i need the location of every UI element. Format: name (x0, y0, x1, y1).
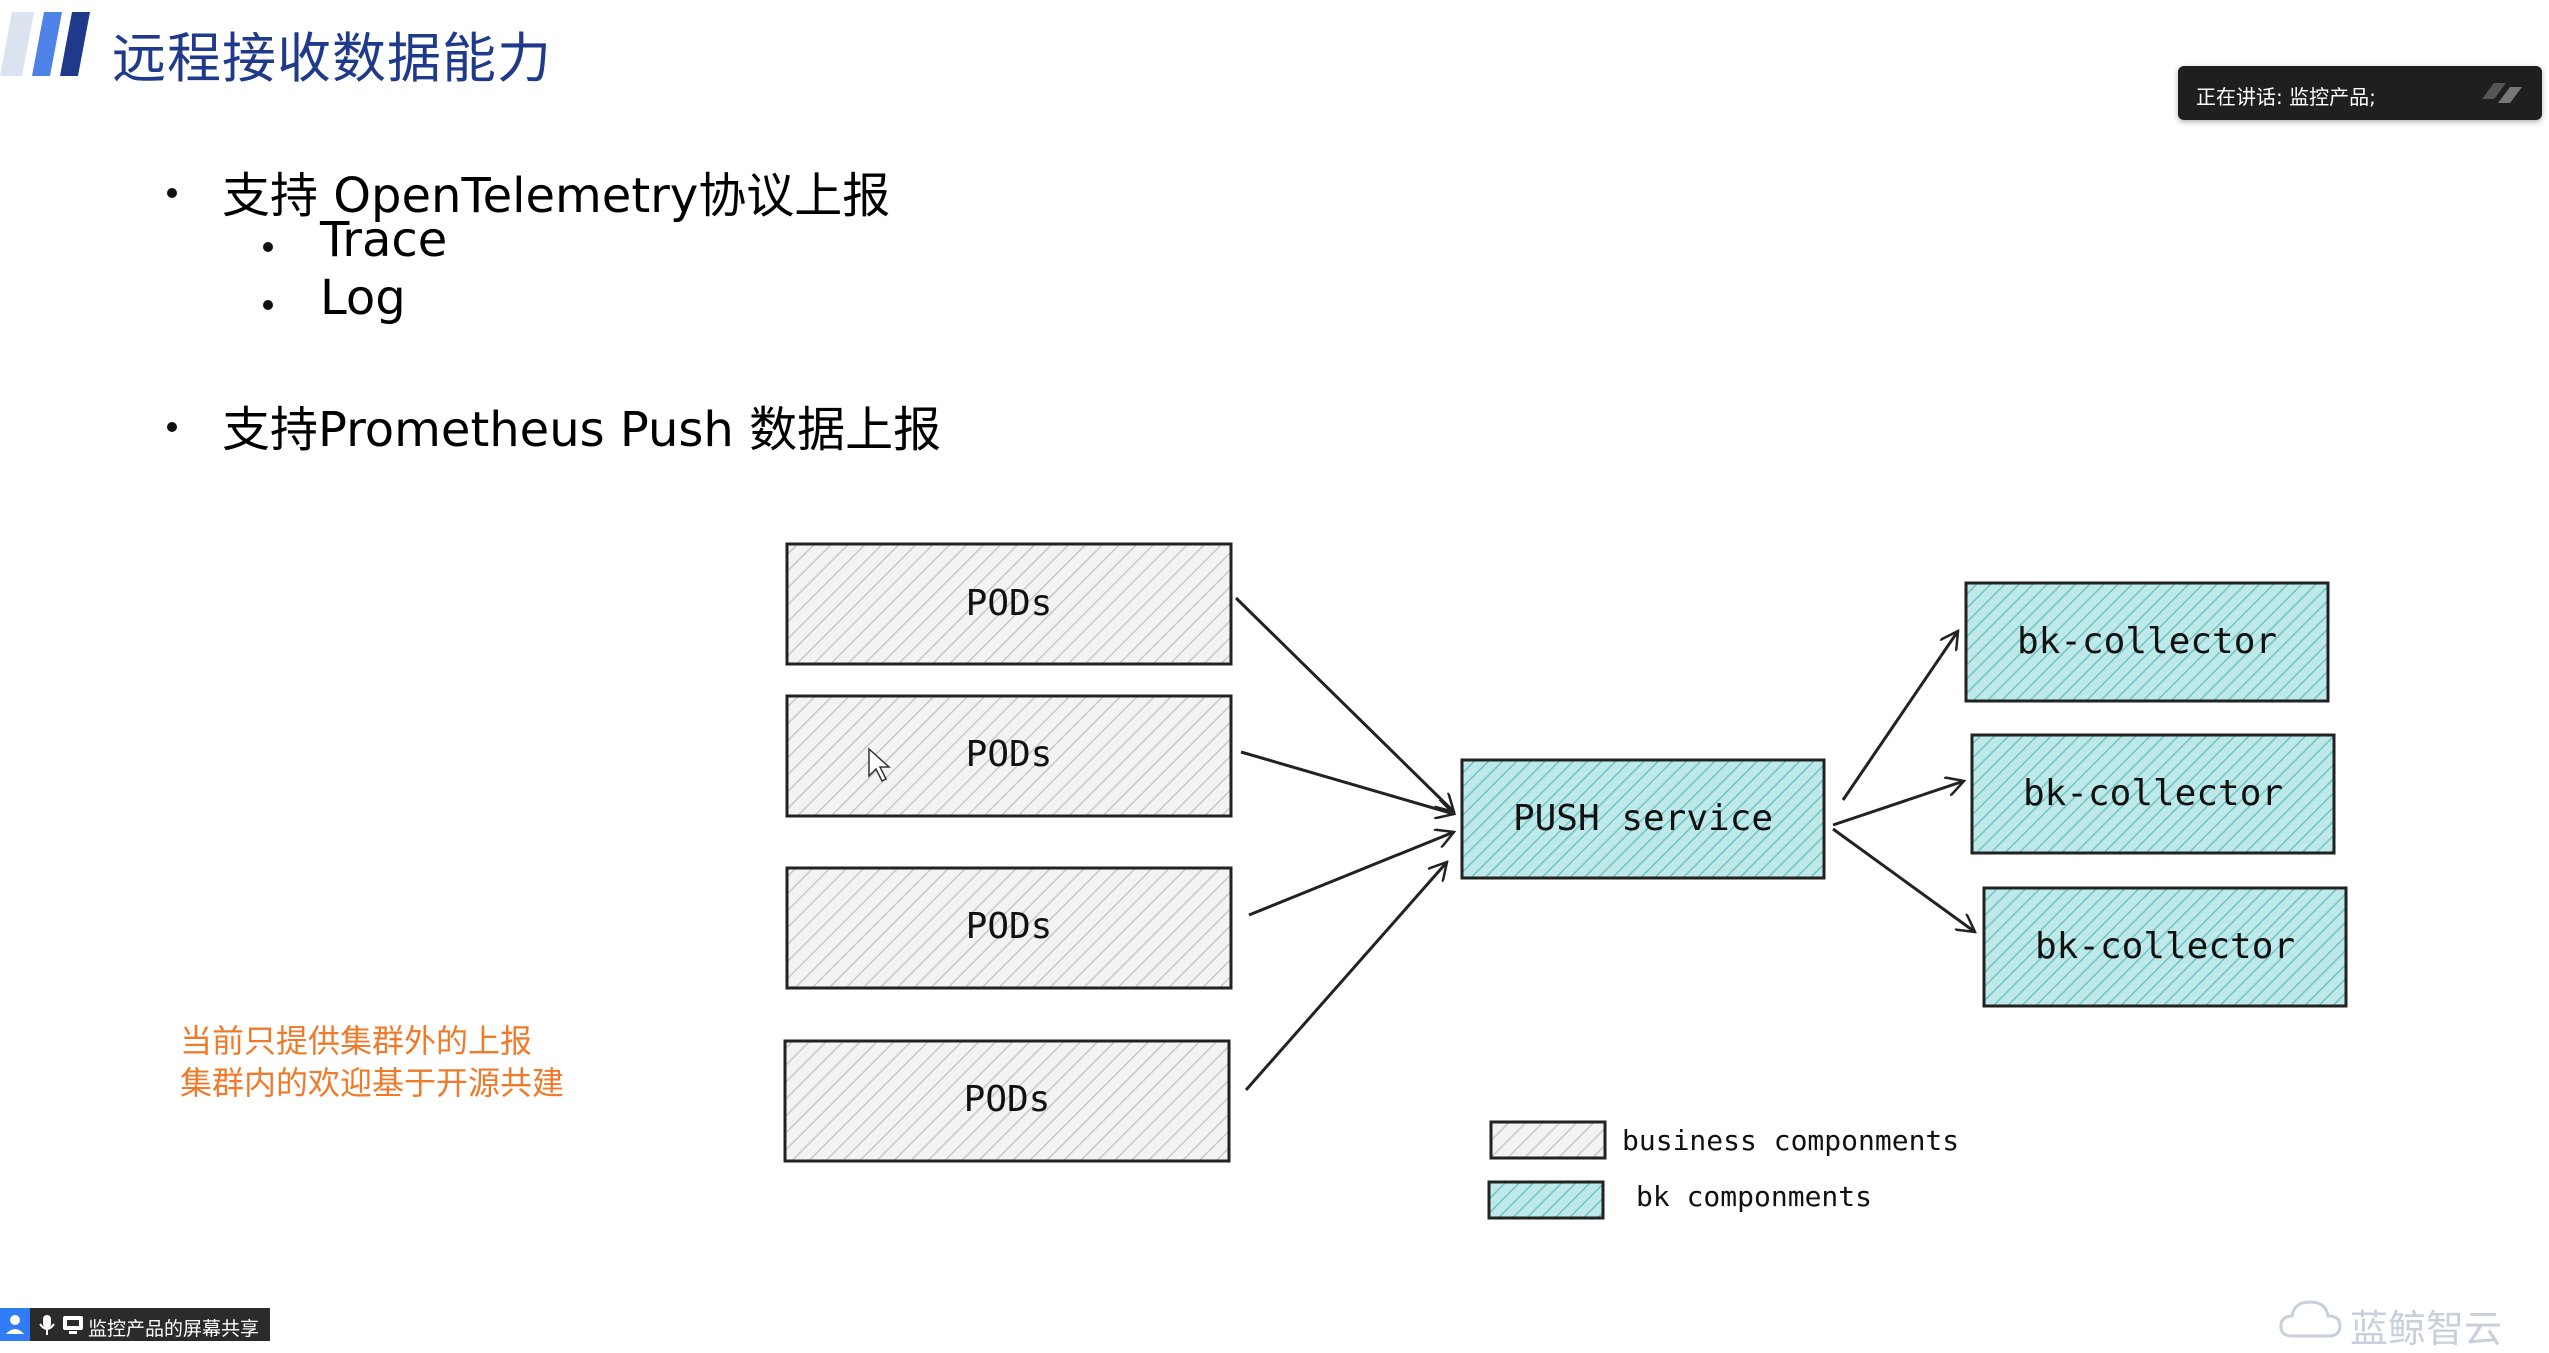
pods-label: PODs (964, 1079, 1051, 1120)
legend-label-bk: bk componments (1636, 1180, 1872, 1213)
legend: business componments bk componments (1487, 1120, 1959, 1220)
title-stripes-icon (0, 12, 90, 76)
brand-watermark: 蓝鲸智云 (2278, 1296, 2528, 1351)
cursor-icon (868, 747, 891, 783)
bullet-prometheus: 支持Prometheus Push 数据上报 (222, 402, 942, 458)
collector-label: bk-collector (2023, 773, 2283, 814)
sub-bullet-trace: Trace (320, 212, 448, 268)
note-line-1: 当前只提供集群外的上报 (180, 1022, 533, 1060)
legend-item-bk: bk componments (1487, 1180, 1872, 1220)
collector-box-3: bk-collector (1982, 886, 2348, 1008)
legend-label-business: business componments (1622, 1124, 1959, 1157)
collector-label: bk-collector (2035, 926, 2295, 967)
pods-label: PODs (966, 583, 1053, 624)
share-bar-label: 监控产品的屏幕共享 (88, 1318, 260, 1340)
speaking-indicator: 正在讲话: 监控产品; (2178, 66, 2542, 120)
speaker-waves-icon (2482, 83, 2522, 103)
arrows-pods-to-push (1234, 596, 1454, 1091)
arrows-push-to-collectors (1832, 631, 1975, 932)
bullet-dot (167, 422, 177, 432)
bullet-dot (167, 188, 177, 198)
screen-share-bar[interactable]: 监控产品的屏幕共享 (0, 1308, 270, 1341)
speaking-text: 正在讲话: 监控产品; (2196, 85, 2376, 109)
pods-label: PODs (966, 734, 1053, 775)
legend-item-business: business componments (1489, 1120, 1959, 1160)
cluster-note: 当前只提供集群外的上报 集群内的欢迎基于开源共建 (180, 1020, 564, 1104)
pods-box-4: PODs (783, 1039, 1231, 1163)
sub-bullet-dot (263, 300, 273, 310)
collector-box-1: bk-collector (1964, 581, 2330, 703)
sub-bullet-dot (263, 242, 273, 252)
bullet-otel: 支持 OpenTelemetry协议上报 (222, 168, 891, 224)
pods-label: PODs (966, 906, 1053, 947)
collector-box-2: bk-collector (1970, 733, 2336, 855)
pods-box-3: PODs (785, 866, 1233, 990)
push-service-box: PUSH service (1460, 758, 1826, 880)
cloud-logo-icon (2279, 1300, 2342, 1338)
screen-icon[interactable] (62, 1315, 84, 1335)
note-line-2: 集群内的欢迎基于开源共建 (180, 1064, 565, 1102)
user-icon[interactable] (0, 1308, 30, 1341)
pods-box-2: PODs (785, 694, 1233, 818)
sub-bullet-log: Log (320, 270, 406, 326)
mic-icon[interactable] (38, 1314, 56, 1336)
collector-label: bk-collector (2017, 621, 2277, 662)
slide-title: 远程接收数据能力 (112, 27, 552, 90)
brand-text: 蓝鲸智云 (2350, 1307, 2503, 1351)
push-service-label: PUSH service (1513, 798, 1773, 839)
pods-box-1: PODs (785, 542, 1233, 666)
